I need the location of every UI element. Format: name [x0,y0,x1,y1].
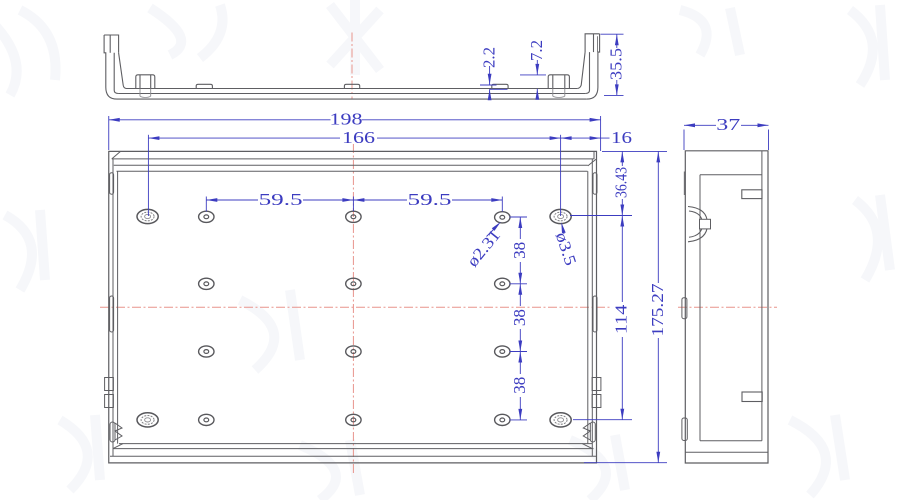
svg-text:37: 37 [716,115,740,134]
svg-text:ø2.31: ø2.31 [463,226,504,271]
svg-text:7.2: 7.2 [527,40,546,61]
svg-text:2.2: 2.2 [480,47,499,68]
svg-text:ø3.5: ø3.5 [552,230,581,268]
svg-text:114: 114 [612,305,631,335]
svg-text:16: 16 [611,128,632,147]
svg-text:36.43: 36.43 [612,167,631,198]
svg-text:198: 198 [330,110,363,129]
svg-text:35.5: 35.5 [606,48,625,80]
svg-text:175.27: 175.27 [648,284,667,337]
svg-text:166: 166 [342,128,375,147]
svg-text:38: 38 [510,377,529,394]
svg-text:59.5: 59.5 [259,190,303,209]
svg-text:38: 38 [510,309,529,326]
svg-text:38: 38 [510,242,529,259]
svg-text:59.5: 59.5 [408,190,452,209]
